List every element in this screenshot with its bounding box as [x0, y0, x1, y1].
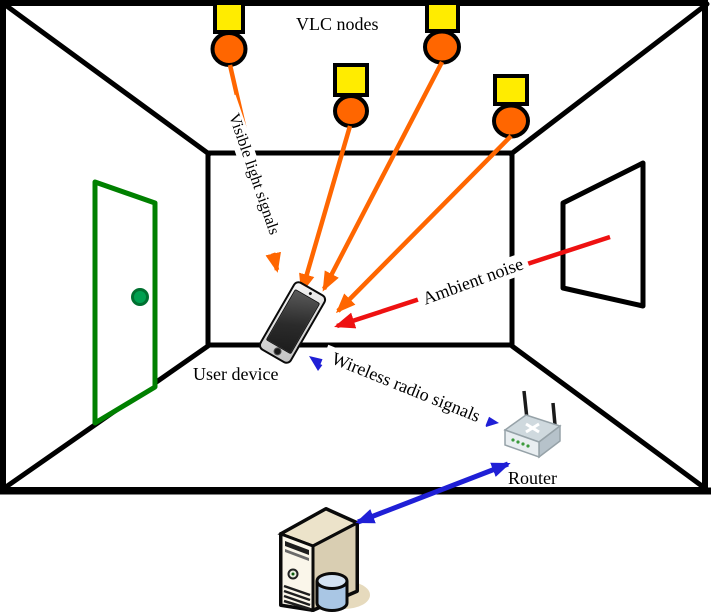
server-drive-bay: [285, 549, 309, 561]
server-drive-bay: [285, 541, 309, 555]
door-icon: [92, 179, 158, 426]
router-leds: [511, 438, 530, 448]
database-cylinder-icon: [315, 572, 349, 612]
router-logo: [525, 422, 540, 434]
vlc-node-icon: [210, 1, 248, 67]
vlc-node-icon: [333, 63, 369, 128]
back-wall: [205, 150, 515, 348]
vlc-node-group: [210, 1, 530, 139]
user-device-label: User device: [191, 364, 281, 385]
router-server-arrow: [355, 461, 511, 525]
router-label: Router: [508, 468, 557, 488]
window-icon: [560, 160, 646, 309]
door-knob: [131, 288, 149, 306]
vlc-node-icon: [423, 1, 461, 65]
router-icon: [503, 390, 562, 459]
server-vents: [283, 584, 311, 611]
vlc-nodes-label: VLC nodes: [294, 14, 381, 35]
phone-camera-dot: [307, 291, 312, 296]
server-icon: [277, 507, 370, 613]
vlc-node-icon: [492, 74, 530, 139]
